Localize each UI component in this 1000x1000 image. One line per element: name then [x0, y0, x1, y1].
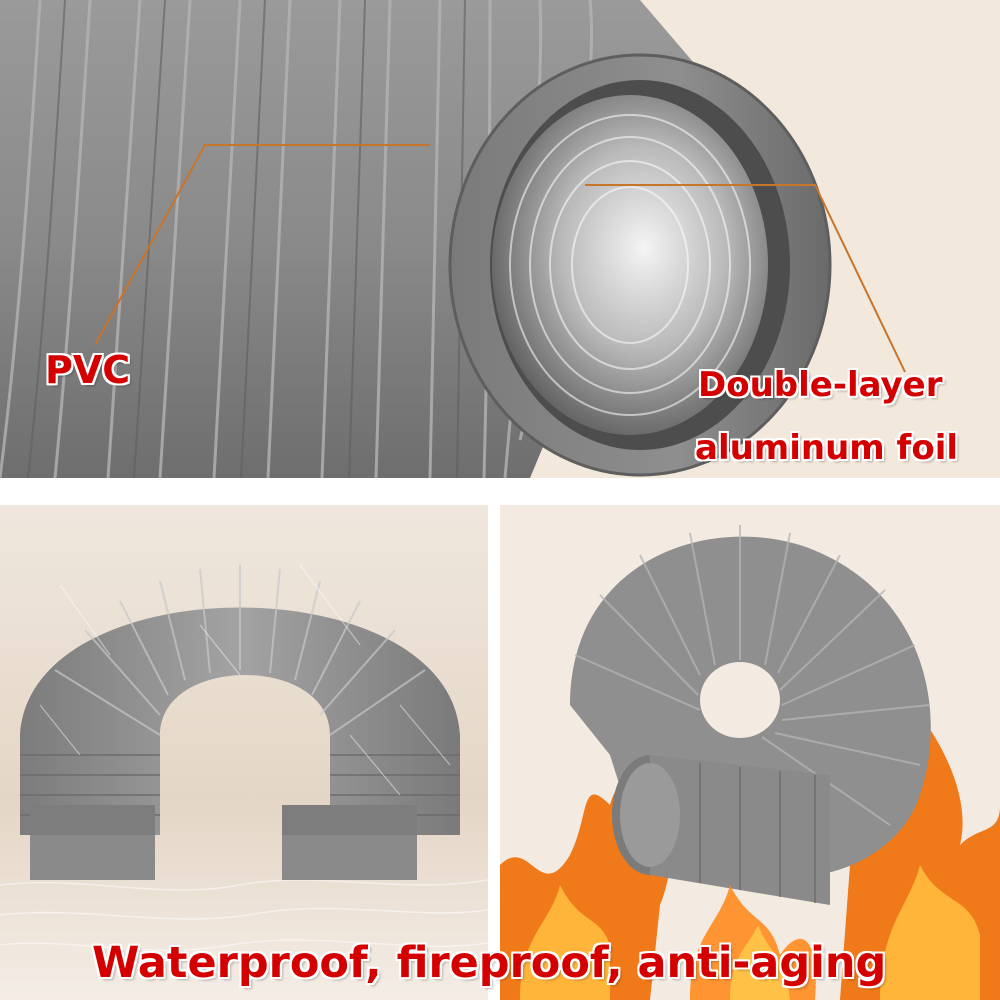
- callout-lines: [94, 144, 906, 373]
- coil-center-hole: [700, 662, 780, 738]
- right-collar: [282, 835, 417, 880]
- duct-coil-fire-illustration: [500, 505, 1000, 1000]
- pvc-label: PVC: [45, 348, 131, 392]
- foil-label-line2: aluminum foil: [695, 428, 959, 468]
- duct-closeup-illustration: [0, 0, 906, 478]
- foil-interior: [492, 95, 768, 435]
- duct-closeup-panel: PVC Double-layer aluminum foil: [0, 0, 1000, 478]
- foil-label-line1: Double-layer: [698, 365, 943, 405]
- waterproof-panel: [0, 505, 488, 1000]
- fireproof-panel: [500, 505, 1000, 1000]
- duct-arch: [20, 607, 460, 835]
- features-label: Waterproof, fireproof, anti-aging: [92, 938, 887, 988]
- left-collar: [30, 835, 155, 880]
- duct-arch-illustration: [0, 505, 488, 1000]
